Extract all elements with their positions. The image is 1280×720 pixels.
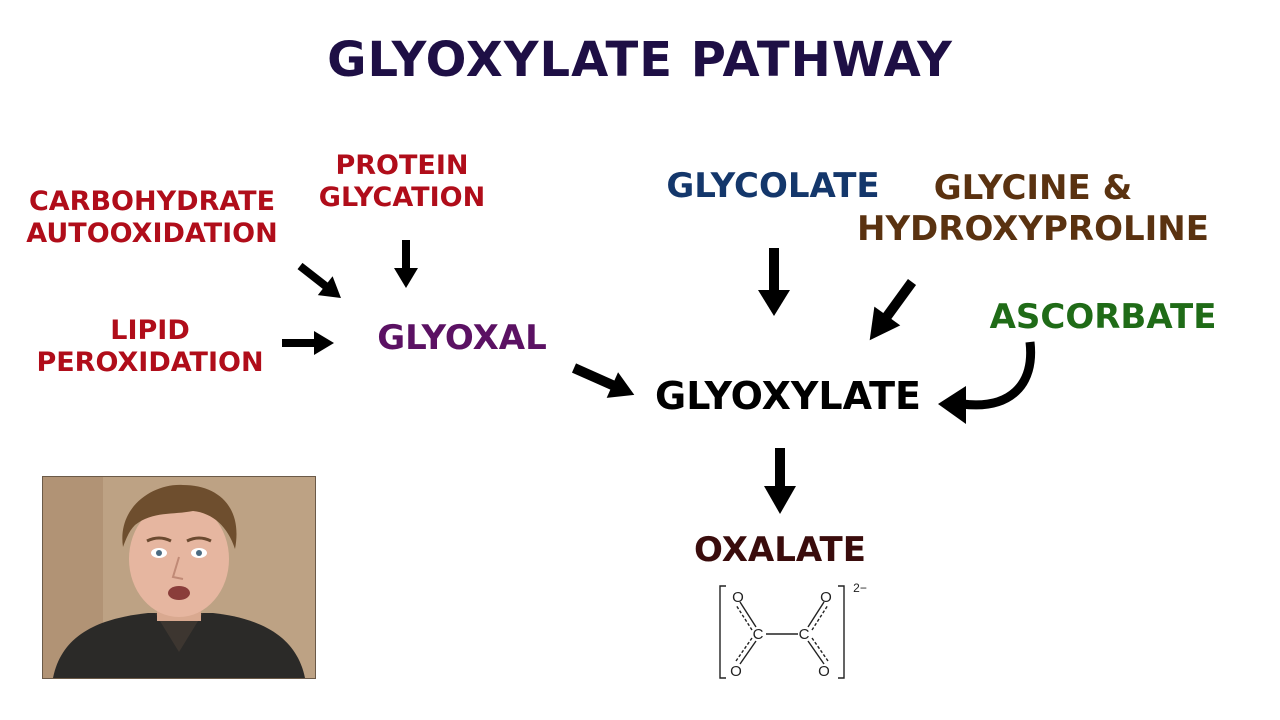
arrow-glycolate-to-glyoxylate xyxy=(758,248,790,316)
node-glycine-hydroxyproline: GLYCINE & HYDROXYPROLINE xyxy=(852,168,1214,250)
atom-c-left: C xyxy=(753,626,764,643)
arrow-lipid-to-glyoxal xyxy=(282,331,334,355)
node-glycolate: GLYCOLATE xyxy=(666,166,880,206)
node-lipid-peroxidation: LIPID PEROXIDATION xyxy=(30,315,270,380)
arrow-carbohydrate-to-glyoxal xyxy=(297,262,341,299)
node-protein-glycation: PROTEIN GLYCATION xyxy=(304,150,500,215)
oxalate-structure: O O C C O O 2− xyxy=(719,581,867,680)
node-ascorbate: ASCORBATE xyxy=(989,297,1217,337)
node-glyoxylate: GLYOXYLATE xyxy=(655,374,921,418)
node-glycine-line2: HYDROXYPROLINE xyxy=(856,208,1209,249)
node-oxalate: OXALATE xyxy=(694,530,866,570)
node-glyoxal: GLYOXAL xyxy=(377,318,547,358)
atom-o-bottom-right: O xyxy=(818,663,830,680)
arrow-glyoxal-to-glyoxylate xyxy=(571,363,635,398)
presenter-image xyxy=(43,477,315,678)
arrow-protein-to-glyoxal xyxy=(394,240,418,288)
presenter-video xyxy=(42,476,316,679)
arrow-ascorbate-to-glyoxylate xyxy=(938,341,1036,424)
slide-title: GLYOXYLATE PATHWAY xyxy=(327,32,953,88)
node-carbohydrate-autooxidation-line2: AUTOOXIDATION xyxy=(26,218,278,250)
node-protein-glycation-line1: PROTEIN xyxy=(335,150,469,181)
arrow-glyoxylate-to-oxalate xyxy=(764,448,796,514)
node-lipid-peroxidation-line2: PEROXIDATION xyxy=(36,347,264,379)
node-lipid-peroxidation-line1: LIPID xyxy=(110,315,190,346)
node-carbohydrate-autooxidation: CARBOHYDRATE AUTOOXIDATION xyxy=(18,186,286,251)
node-protein-glycation-line2: GLYCATION xyxy=(318,182,486,214)
arrow-glycine-to-glyoxylate xyxy=(869,279,917,341)
atom-o-top-right: O xyxy=(820,589,832,606)
atom-c-right: C xyxy=(799,626,810,643)
atom-o-top-left: O xyxy=(732,589,744,606)
node-glycine-line1: GLYCINE & xyxy=(933,168,1133,208)
atom-o-bottom-left: O xyxy=(730,663,742,680)
charge-label: 2− xyxy=(853,581,867,595)
node-carbohydrate-autooxidation-line1: CARBOHYDRATE xyxy=(28,186,276,217)
